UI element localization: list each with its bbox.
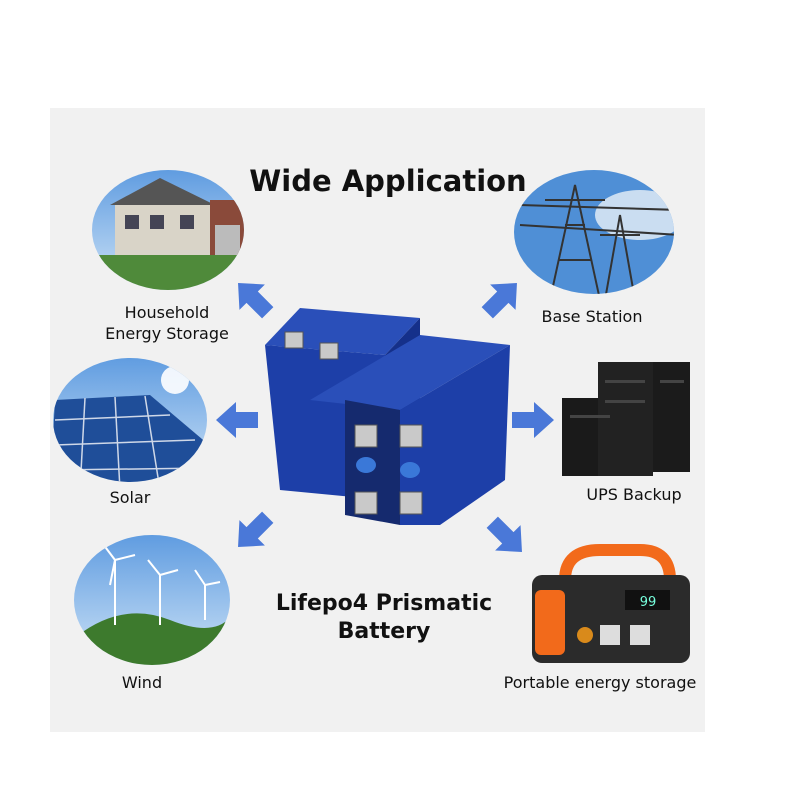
arrow-solar-icon bbox=[216, 402, 258, 438]
label-household-line1: Household bbox=[124, 303, 210, 322]
label-wind: Wind bbox=[121, 673, 163, 692]
label-solar: Solar bbox=[109, 488, 151, 507]
label-portable: Portable energy storage bbox=[503, 673, 697, 692]
product-line1: Lifepo4 Prismatic bbox=[275, 591, 493, 616]
product-name: Lifepo4 Prismatic Battery bbox=[276, 590, 492, 646]
arrow-base-station-icon bbox=[481, 283, 517, 319]
portable-station-image: 99 bbox=[532, 544, 690, 663]
arrow-portable-icon bbox=[486, 516, 522, 552]
household-image bbox=[92, 170, 244, 290]
arrow-household-icon bbox=[238, 283, 274, 319]
svg-text:99: 99 bbox=[640, 595, 657, 610]
label-ups: UPS Backup bbox=[586, 485, 682, 504]
arrow-wind-icon bbox=[238, 511, 274, 547]
arrow-ups-icon bbox=[512, 402, 554, 438]
product-line2: Battery bbox=[337, 619, 431, 644]
wind-image bbox=[74, 535, 230, 665]
solar-image bbox=[53, 358, 207, 482]
label-household: Household Energy Storage bbox=[105, 302, 229, 344]
label-base-station: Base Station bbox=[541, 307, 643, 326]
base-station-image bbox=[514, 170, 674, 294]
label-household-line2: Energy Storage bbox=[105, 324, 229, 343]
ups-image bbox=[562, 362, 690, 476]
battery-image bbox=[265, 308, 510, 525]
page-title: Wide Application bbox=[249, 164, 527, 198]
